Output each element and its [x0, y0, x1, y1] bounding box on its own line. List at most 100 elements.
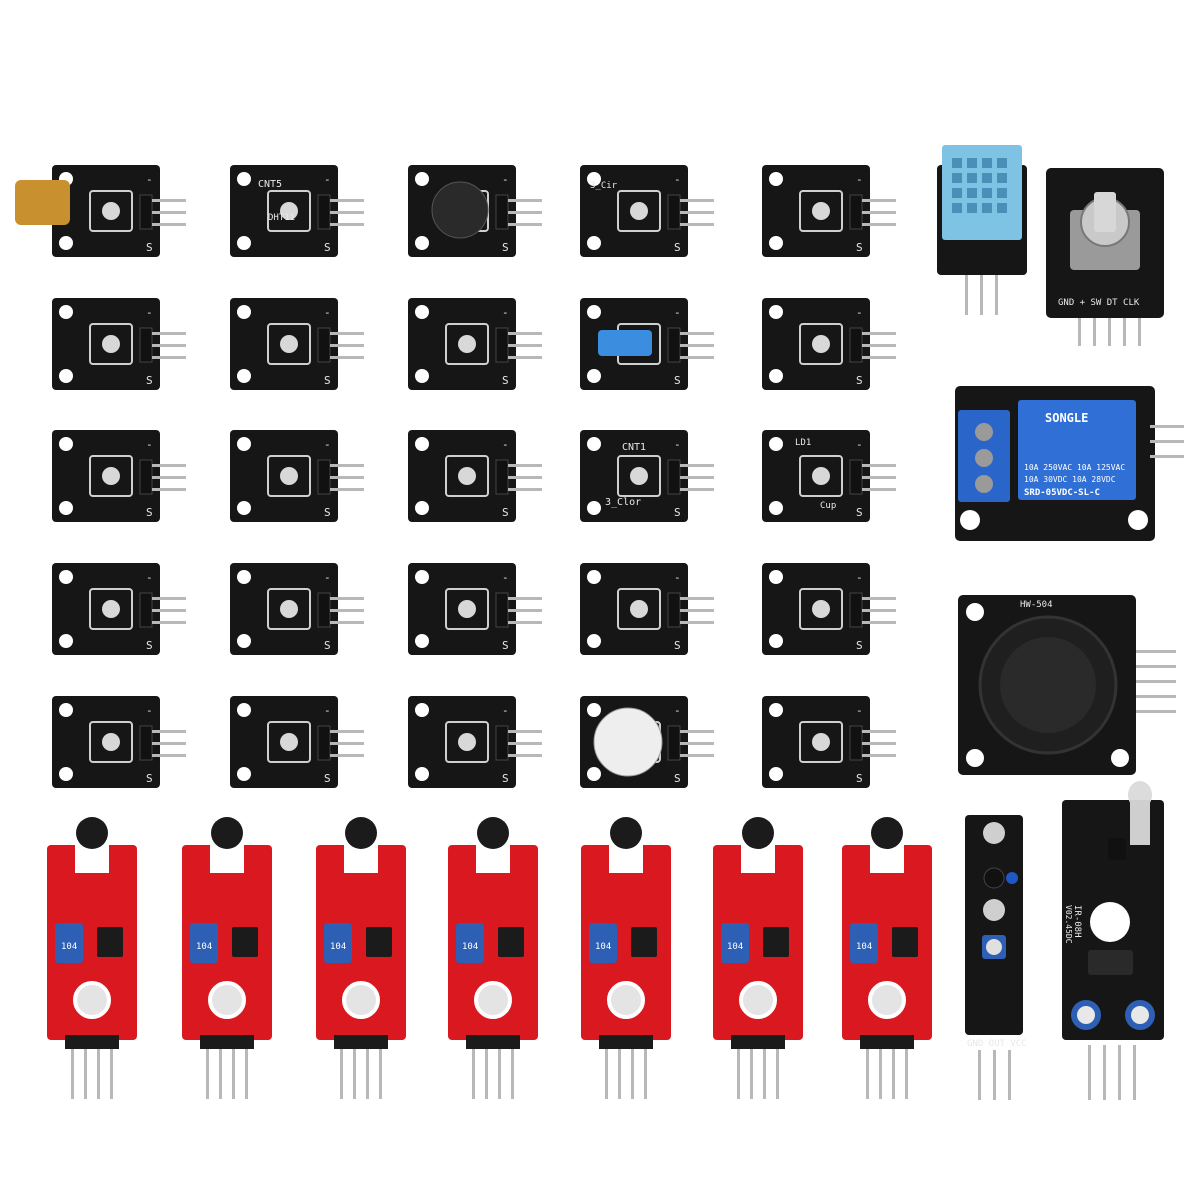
relay-rating-line1: 10A 250VAC 10A 125VAC — [1024, 463, 1125, 472]
pot-code-label: 104 — [330, 942, 346, 952]
black-sensor-module: -S — [762, 298, 896, 390]
black-sensor-module: -S — [52, 298, 186, 390]
pin-minus-label: - — [324, 571, 331, 584]
pin-minus-label: - — [324, 704, 331, 717]
laser-head — [15, 180, 70, 225]
pin-s-label: S — [856, 506, 863, 519]
joystick-model: HW-504 — [1020, 600, 1053, 610]
tilt-switch — [598, 330, 652, 356]
pin-minus-label: - — [502, 704, 509, 717]
pin-s-label: S — [502, 639, 509, 652]
black-sensor-module: -S — [580, 563, 714, 655]
relay-rating-line2: 10A 30VDC 10A 28VDC — [1024, 475, 1116, 484]
black-sensor-module: -S — [230, 696, 364, 788]
black-sensor-module: -S — [52, 563, 186, 655]
comparator-chip — [892, 927, 918, 957]
black-sensor-module: -S — [230, 430, 364, 522]
pin-s-label: S — [324, 772, 331, 785]
pin-minus-label: - — [502, 306, 509, 319]
pin-s-label: S — [146, 506, 153, 519]
black-sensor-module: -S — [762, 563, 896, 655]
pin-minus-label: - — [856, 306, 863, 319]
comparator-chip — [631, 927, 657, 957]
pot-code-label: 104 — [196, 942, 212, 952]
black-sensor-module: -S — [580, 165, 714, 257]
relay-module: SONGLE 10A 250VAC 10A 125VAC 10A 30VDC 1… — [955, 386, 1184, 541]
pin-minus-label: - — [146, 306, 153, 319]
relay-model: SRD-05VDC-SL-C — [1024, 488, 1100, 498]
ir-model: IR-08H — [1072, 905, 1082, 938]
pin-minus-label: - — [856, 704, 863, 717]
pin-s-label: S — [146, 241, 153, 254]
label-dht11: DHT11 — [268, 213, 295, 223]
pin-s-label: S — [856, 772, 863, 785]
pin-s-label: S — [674, 772, 681, 785]
black-sensor-module: -S — [408, 430, 542, 522]
label-ld1: LD1 — [795, 438, 811, 448]
potentiometer — [324, 923, 352, 963]
red-analog-sensor-module: 104 — [448, 817, 538, 1099]
potentiometer — [589, 923, 617, 963]
pin-minus-label: - — [856, 571, 863, 584]
pin-minus-label: - — [674, 438, 681, 451]
potentiometer — [721, 923, 749, 963]
pin-minus-label: - — [502, 438, 509, 451]
black-sensor-module: -S — [762, 696, 896, 788]
pin-s-label: S — [856, 241, 863, 254]
pot-code-label: 104 — [61, 942, 77, 952]
pin-s-label: S — [502, 374, 509, 387]
red-module-row: 104 104 104 104 104 104 104 — [47, 817, 932, 1099]
pin-s-label: S — [674, 506, 681, 519]
pin-s-label: S — [146, 772, 153, 785]
black-sensor-module: -S — [52, 696, 186, 788]
pin-s-label: S — [502, 772, 509, 785]
comparator-chip — [498, 927, 524, 957]
comparator-chip — [232, 927, 258, 957]
line-tracking-module: GND OUT VCC — [965, 815, 1027, 1100]
pin-s-label: S — [324, 506, 331, 519]
relay-brand: SONGLE — [1045, 411, 1088, 425]
potentiometer — [190, 923, 218, 963]
black-sensor-module: -S — [408, 696, 542, 788]
black-sensor-module: -S — [52, 165, 186, 257]
black-sensor-module: -S — [408, 563, 542, 655]
potentiometer — [55, 923, 83, 963]
comparator-chip — [763, 927, 789, 957]
black-sensor-module: -S — [762, 165, 896, 257]
pot-code-label: 104 — [727, 942, 743, 952]
pin-minus-label: - — [146, 704, 153, 717]
red-analog-sensor-module: 104 — [713, 817, 803, 1099]
pin-minus-label: - — [674, 306, 681, 319]
label-cup: Cup — [820, 501, 836, 511]
pin-s-label: S — [856, 374, 863, 387]
red-analog-sensor-module: 104 — [182, 817, 272, 1099]
pin-minus-label: - — [146, 438, 153, 451]
pin-minus-label: - — [324, 173, 331, 186]
pin-s-label: S — [674, 374, 681, 387]
pin-s-label: S — [324, 639, 331, 652]
pin-minus-label: - — [674, 704, 681, 717]
pin-minus-label: - — [146, 571, 153, 584]
label-3-clor: 3_Clor — [605, 497, 641, 508]
black-sensor-module: -S — [580, 430, 714, 522]
dht11-temperature-humidity-module — [937, 145, 1027, 315]
ir-voltage: V02.45DC — [1064, 905, 1073, 944]
red-analog-sensor-module: 104 — [842, 817, 932, 1099]
pin-s-label: S — [502, 241, 509, 254]
pin-minus-label: - — [856, 438, 863, 451]
comparator-chip — [97, 927, 123, 957]
rotary-encoder-module: GND + SW DT CLK — [1046, 168, 1164, 346]
pin-s-label: S — [674, 639, 681, 652]
black-sensor-module: -S — [230, 298, 364, 390]
black-sensor-module: -S — [230, 563, 364, 655]
pin-minus-label: - — [324, 306, 331, 319]
pin-minus-label: - — [674, 571, 681, 584]
pot-code-label: 104 — [856, 942, 872, 952]
black-sensor-module: -S — [408, 298, 542, 390]
joystick-module: HW-504 — [958, 595, 1176, 775]
pin-minus-label: - — [856, 173, 863, 186]
tracking-pin-labels: GND OUT VCC — [967, 1039, 1027, 1049]
pot-code-label: 104 — [595, 942, 611, 952]
red-analog-sensor-module: 104 — [581, 817, 671, 1099]
